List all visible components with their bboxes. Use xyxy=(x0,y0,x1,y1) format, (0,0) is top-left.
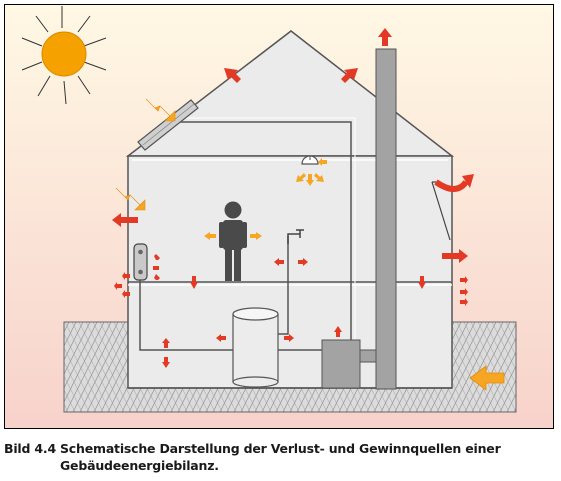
house-body xyxy=(127,155,453,389)
window-flap-icon xyxy=(431,181,451,241)
caption-number: Bild 4.4 xyxy=(4,441,56,456)
person-icon xyxy=(219,201,247,281)
radiator-icon xyxy=(133,243,148,281)
sun-icon xyxy=(21,6,107,105)
internal-gain-arrows xyxy=(204,158,327,240)
lamp-icon xyxy=(301,155,319,165)
solar-gain-arrows xyxy=(115,98,176,211)
energy-balance-diagram xyxy=(4,4,554,429)
boiler-tank-icon xyxy=(232,307,279,388)
ground-gain-arrow xyxy=(469,365,505,391)
caption-text: Schematische Darstellung der Verlust- un… xyxy=(60,441,501,473)
chimney xyxy=(375,48,397,390)
heater-box-icon xyxy=(321,339,361,389)
heat-loss-arrows xyxy=(112,28,474,368)
tap-icon xyxy=(287,229,304,244)
